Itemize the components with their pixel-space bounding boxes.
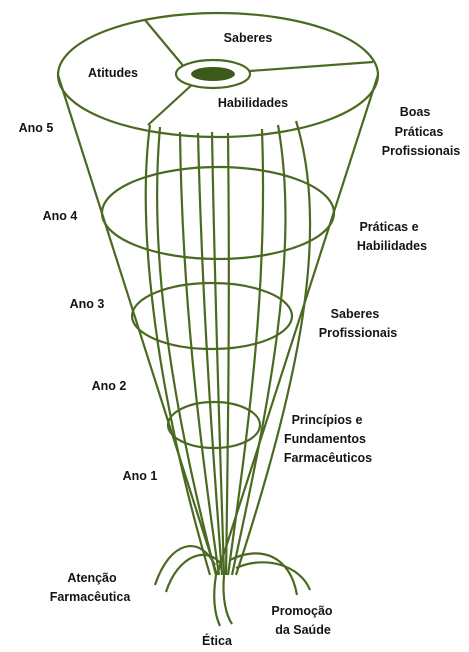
label-promocao-line-2: da Saúde — [275, 623, 331, 637]
label-etica: Ética — [202, 633, 233, 648]
label-praticas-habilidades-line-1: Práticas e — [359, 220, 418, 234]
label-boas-praticas-line-2: Práticas — [395, 125, 444, 139]
strand-6 — [226, 133, 229, 575]
ring-ano-4 — [102, 167, 334, 259]
label-promocao-saude: Promoção da Saúde — [271, 604, 332, 637]
label-saberes-profissionais-line-2: Profissionais — [319, 326, 398, 340]
root-etica — [214, 575, 220, 626]
section-habilidades: Habilidades — [218, 96, 288, 110]
label-atencao-line-2: Farmacêutica — [50, 590, 132, 604]
label-atencao-line-1: Atenção — [67, 571, 117, 585]
cone-left-side — [58, 75, 217, 575]
root-etica-2 — [223, 575, 232, 624]
label-praticas-habilidades: Práticas e Habilidades — [357, 220, 427, 253]
label-ano-2: Ano 2 — [92, 379, 127, 393]
label-ano-3: Ano 3 — [70, 297, 105, 311]
label-principios: Princípios e Fundamentos Farmacêuticos — [284, 413, 372, 465]
hub-core — [191, 67, 235, 81]
label-saberes-profissionais: Saberes Profissionais — [319, 307, 398, 340]
ring-ano-3 — [132, 283, 292, 349]
label-ano-4: Ano 4 — [43, 209, 78, 223]
strand-8 — [232, 125, 285, 575]
root-atencao — [155, 546, 215, 585]
label-atencao-farmaceutica: Atenção Farmacêutica — [50, 571, 132, 604]
label-principios-line-3: Farmacêuticos — [284, 451, 372, 465]
label-boas-praticas-line-3: Profissionais — [382, 144, 461, 158]
label-boas-praticas: Boas Práticas Profissionais — [382, 105, 461, 158]
section-atitudes: Atitudes — [88, 66, 138, 80]
root-promocao-2 — [236, 562, 310, 590]
label-ano-1: Ano 1 — [123, 469, 158, 483]
section-saberes: Saberes — [224, 31, 273, 45]
label-principios-line-1: Princípios e — [292, 413, 363, 427]
label-saberes-profissionais-line-1: Saberes — [331, 307, 380, 321]
label-principios-line-2: Fundamentos — [284, 432, 366, 446]
label-boas-praticas-line-1: Boas — [400, 105, 431, 119]
label-praticas-habilidades-line-2: Habilidades — [357, 239, 427, 253]
label-ano-5: Ano 5 — [19, 121, 54, 135]
label-promocao-line-1: Promoção — [271, 604, 332, 618]
cone-right-side — [217, 75, 378, 575]
